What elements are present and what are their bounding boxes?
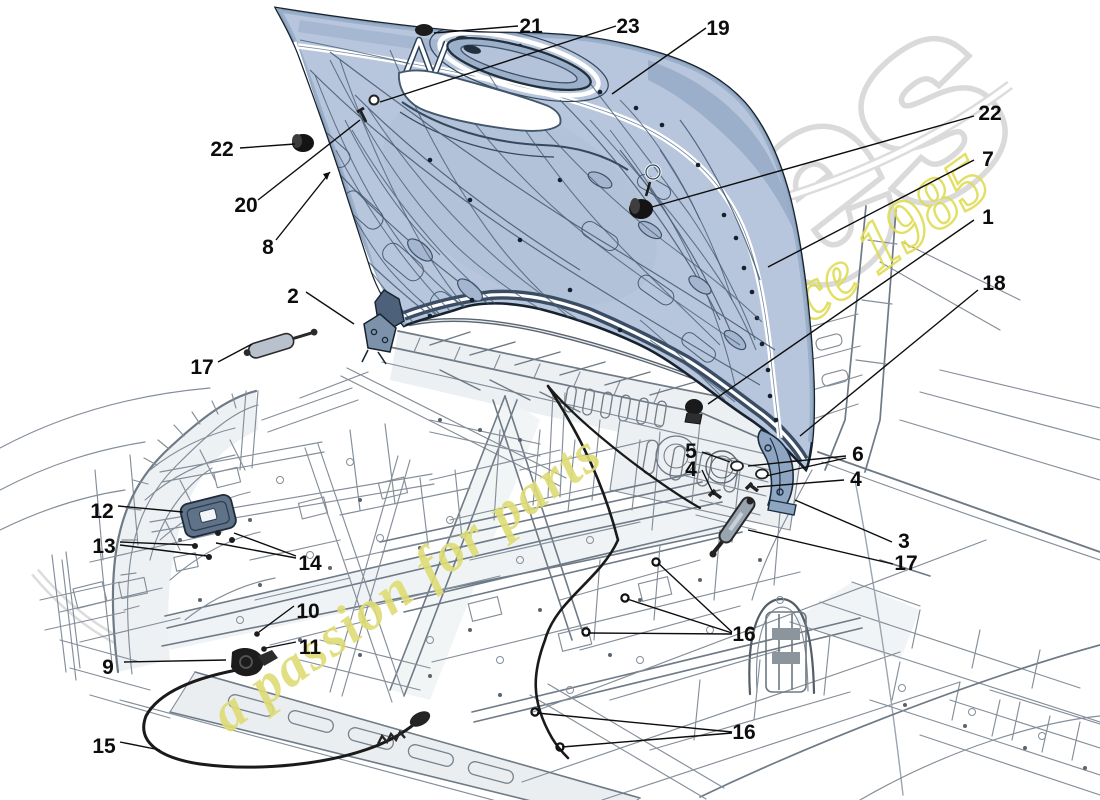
svg-text:10: 10 <box>296 600 319 623</box>
svg-text:1: 1 <box>982 206 994 229</box>
svg-text:9: 9 <box>102 656 114 679</box>
svg-text:6: 6 <box>852 443 864 466</box>
svg-text:23: 23 <box>616 15 639 38</box>
svg-text:18: 18 <box>982 272 1006 295</box>
svg-text:7: 7 <box>982 148 994 171</box>
svg-text:8: 8 <box>262 236 274 259</box>
svg-text:17: 17 <box>190 356 213 379</box>
svg-text:13: 13 <box>92 535 115 558</box>
svg-text:17: 17 <box>894 552 917 575</box>
svg-text:4: 4 <box>685 458 697 481</box>
svg-text:12: 12 <box>90 500 113 523</box>
svg-text:5: 5 <box>685 440 697 463</box>
svg-text:3: 3 <box>898 530 910 553</box>
svg-text:16: 16 <box>732 623 755 646</box>
svg-text:4: 4 <box>850 468 862 491</box>
svg-text:19: 19 <box>706 17 729 40</box>
svg-text:2: 2 <box>287 285 299 308</box>
svg-text:22: 22 <box>978 102 1001 125</box>
svg-text:22: 22 <box>210 138 233 161</box>
svg-text:11: 11 <box>299 636 322 659</box>
svg-text:21: 21 <box>519 15 543 38</box>
svg-text:20: 20 <box>234 194 257 217</box>
svg-text:14: 14 <box>298 552 322 575</box>
svg-text:16: 16 <box>732 721 755 744</box>
svg-text:15: 15 <box>92 735 116 758</box>
